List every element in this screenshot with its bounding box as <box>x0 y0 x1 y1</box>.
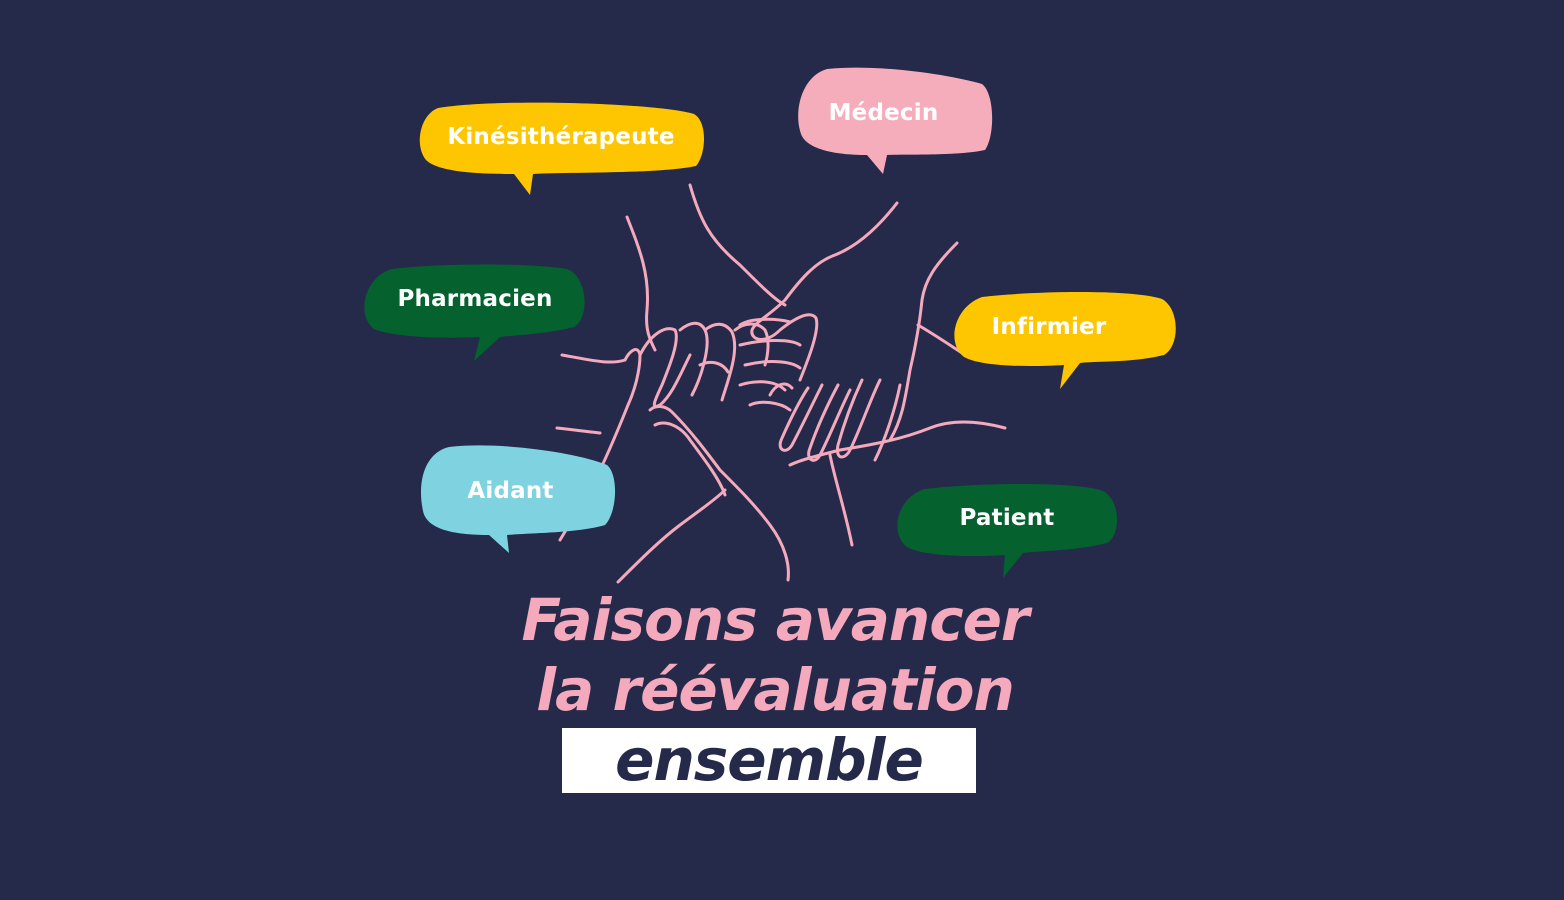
bubble-label: Patient <box>959 504 1055 531</box>
bubble-aidant: Aidant <box>419 443 616 553</box>
bubble-label: Infirmier <box>991 314 1107 340</box>
speech-bubble-icon <box>954 292 1176 389</box>
headline-line-1: Faisons avancer <box>521 586 1029 654</box>
headline-highlight-box: ensemble <box>562 728 976 793</box>
speech-bubble-icon <box>364 264 585 361</box>
bubble-patient: Patient <box>895 483 1119 578</box>
headline-line-2: la réévaluation <box>536 656 1015 724</box>
bubble-infirmier: Infirmier <box>952 291 1178 389</box>
bubble-label: Aidant <box>467 478 554 504</box>
speech-bubble-icon <box>798 67 993 174</box>
bubble-medecin: Médecin <box>797 66 994 174</box>
bubble-kinesitherapeute: Kinésithérapeute <box>418 100 704 195</box>
bubble-label: Kinésithérapeute <box>447 123 675 150</box>
headline: Faisons avancer la réévaluation <box>440 585 1110 725</box>
bubble-pharmacien: Pharmacien <box>362 263 588 361</box>
bubble-label: Médecin <box>828 100 939 126</box>
bubble-label: Pharmacien <box>397 286 553 312</box>
speech-bubble-icon <box>420 445 616 553</box>
headline-highlight-text: ensemble <box>615 726 924 794</box>
speech-bubble-icon <box>897 484 1118 578</box>
speech-bubble-icon <box>419 102 704 195</box>
